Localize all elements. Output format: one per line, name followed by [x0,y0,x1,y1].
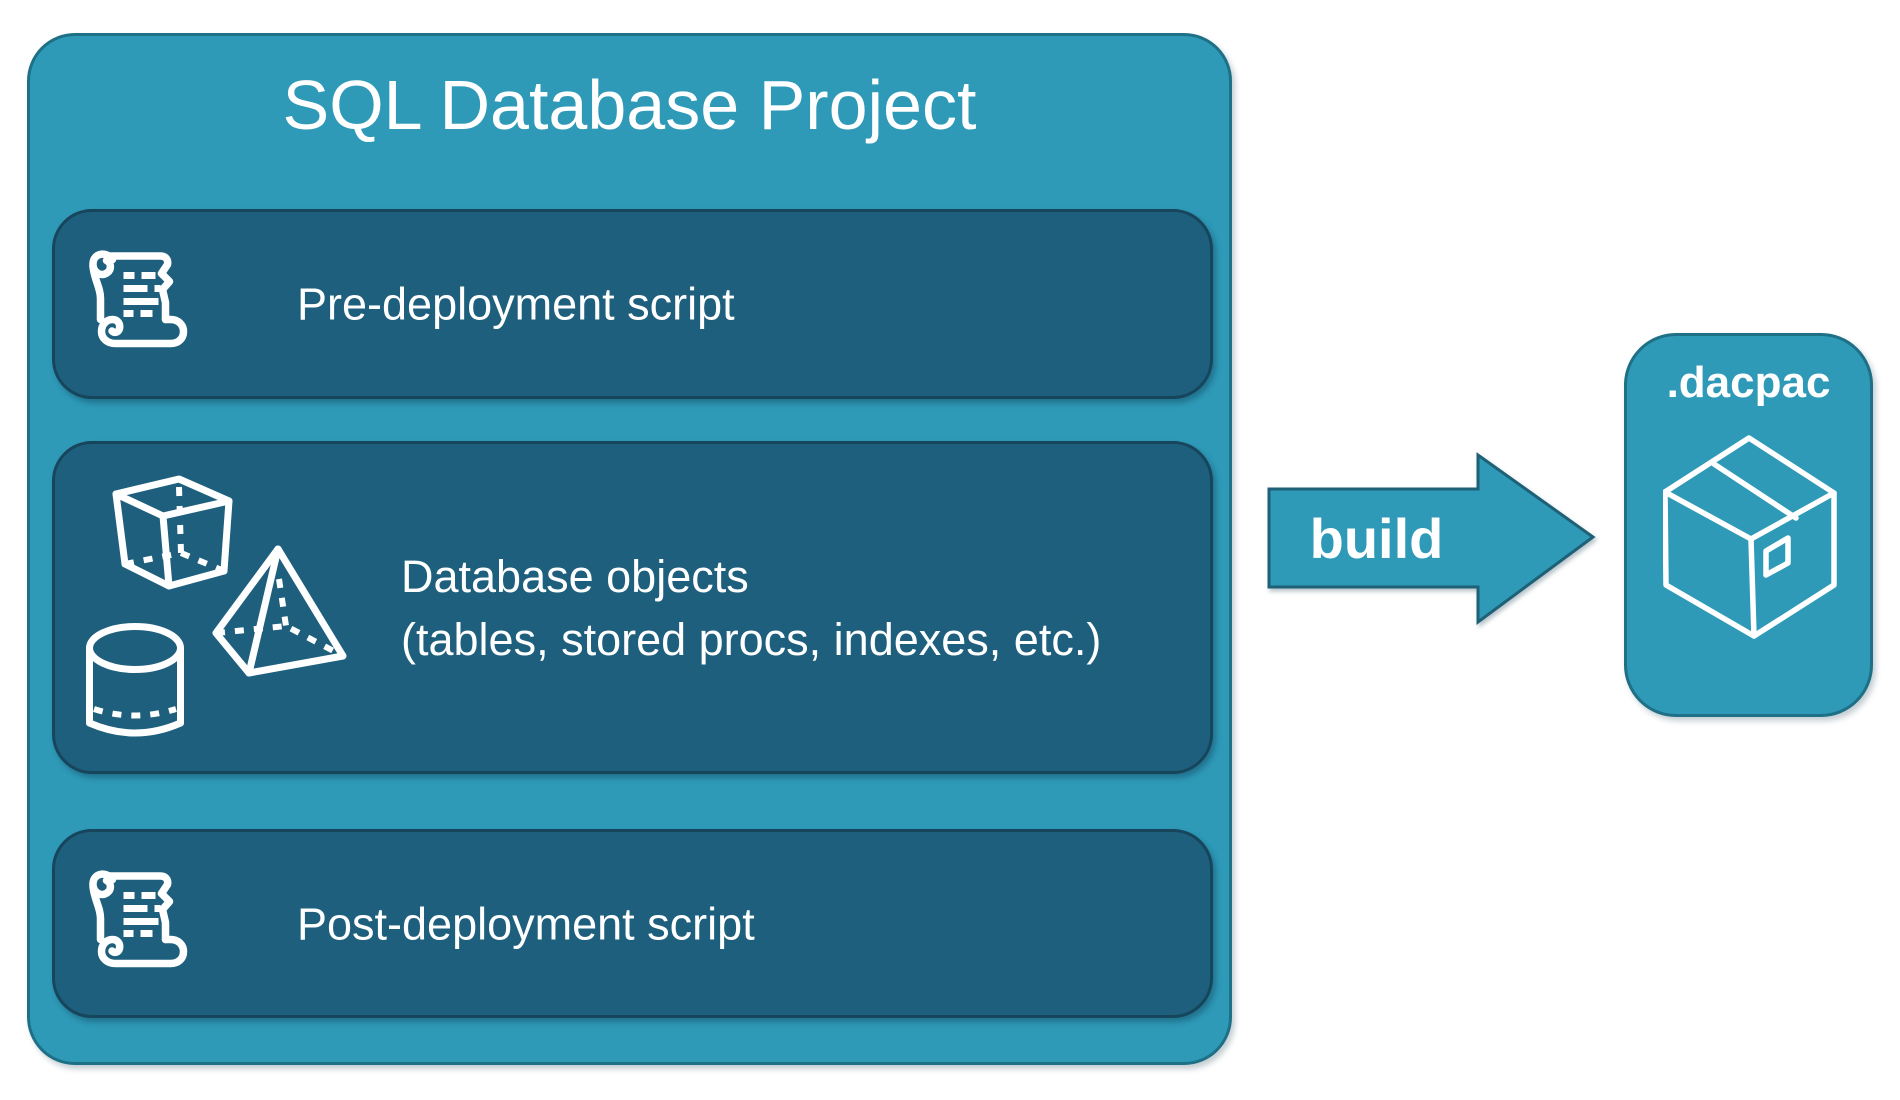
panel-label: Post-deployment script [297,898,755,949]
scroll-icon [85,862,206,985]
dacpac-label: .dacpac [1666,358,1831,407]
panel-post-deployment-script: Post-deployment script [52,829,1213,1018]
panel-label-line2: (tables, stored procs, indexes, etc.) [401,613,1102,665]
pyramid-icon [211,541,351,682]
project-title: SQL Database Project [282,66,977,144]
panel-database-objects: Database objects (tables, stored procs, … [52,441,1213,774]
scroll-icon [85,243,206,366]
cube-icon [111,474,233,604]
panel-label: Database objects (tables, stored procs, … [401,545,1101,671]
dacpac-box: .dacpac [1624,333,1873,717]
panel-pre-deployment-script: Pre-deployment script [52,209,1213,399]
package-icon [1662,434,1840,646]
sql-database-project-container: SQL Database Project Pre-deployme [27,33,1232,1065]
cylinder-icon [86,621,186,750]
panel-label-line1: Database objects [401,550,749,602]
build-arrow-label: build [1309,506,1444,570]
build-arrow [1267,451,1599,626]
panel-label: Pre-deployment script [297,278,735,330]
